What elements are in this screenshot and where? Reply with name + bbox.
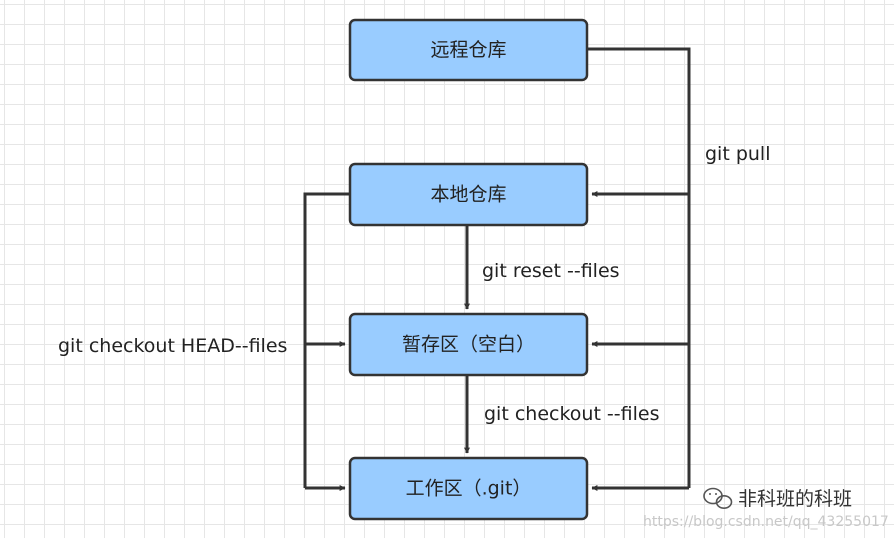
node-working-dir: 工作区（.git） xyxy=(348,456,589,521)
watermark-name: 非科班的科班 xyxy=(738,488,852,510)
node-local-repo-label: 本地仓库 xyxy=(430,184,506,206)
edge-label-git-pull: git pull xyxy=(705,143,771,165)
wechat-icon xyxy=(703,487,733,509)
node-remote-repo: 远程仓库 xyxy=(348,18,589,82)
edge-label-git-checkout-head-files: git checkout HEAD--files xyxy=(58,335,287,357)
edge-git-pull xyxy=(588,47,691,491)
edge-label-git-checkout-files: git checkout --files xyxy=(484,403,659,425)
watermark-url: https://blog.csdn.net/qq_43255017 xyxy=(643,514,889,530)
edge-label-git-reset-files: git reset --files xyxy=(482,260,620,282)
node-working-dir-label: 工作区（.git） xyxy=(406,478,532,500)
edge-git-checkout-head-files xyxy=(303,192,349,491)
node-staging-area-label: 暂存区（空白） xyxy=(402,334,535,356)
node-local-repo: 本地仓库 xyxy=(348,162,589,227)
node-staging-area: 暂存区（空白） xyxy=(348,312,589,377)
node-remote-repo-label: 远程仓库 xyxy=(430,39,506,61)
watermark: 非科班的科班 https://blog.csdn.net/qq_43255017 xyxy=(643,487,889,530)
